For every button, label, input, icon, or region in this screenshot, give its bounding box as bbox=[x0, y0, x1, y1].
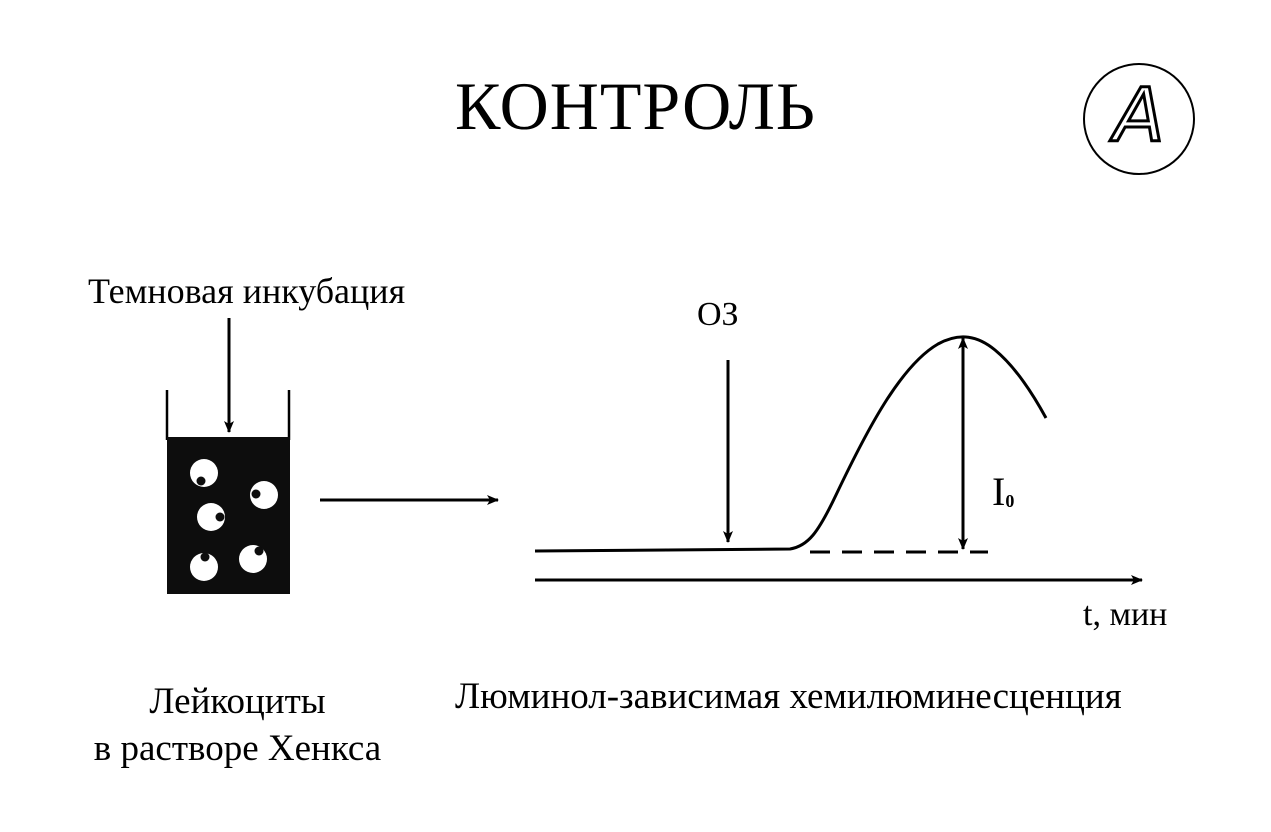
i0-label-main: I bbox=[992, 469, 1006, 514]
leukocyte-cell bbox=[250, 481, 278, 509]
beaker-liquid bbox=[167, 437, 290, 594]
panel-badge: A bbox=[1083, 63, 1195, 175]
leukocyte-cell bbox=[190, 552, 218, 581]
luminol-caption: Люминол-зависимая хемилюминесценция bbox=[455, 676, 1122, 717]
leukocyte-cells bbox=[190, 459, 278, 581]
leukocytes-caption-line2: в растворе Хенкса bbox=[93, 728, 382, 770]
time-axis-label: t, мин bbox=[1083, 596, 1168, 633]
leukocyte-cell bbox=[197, 503, 225, 531]
page-title: КОНТРОЛЬ bbox=[455, 68, 816, 144]
leukocytes-caption-line1: Лейкоциты bbox=[149, 681, 326, 722]
i0-label: I0 bbox=[992, 472, 1014, 512]
chemiluminescence-curve bbox=[534, 335, 1048, 553]
panel-badge-letter: A bbox=[1112, 73, 1166, 159]
incubation-label: Темновая инкубация bbox=[88, 271, 406, 311]
leukocyte-cell bbox=[190, 459, 218, 487]
beaker bbox=[165, 390, 291, 594]
leukocytes-caption: Лейкоциты в растворе Хенкса bbox=[60, 678, 415, 773]
oz-label: ОЗ bbox=[697, 296, 739, 333]
i0-label-subscript: 0 bbox=[1005, 491, 1015, 511]
leukocyte-cell bbox=[239, 545, 267, 573]
